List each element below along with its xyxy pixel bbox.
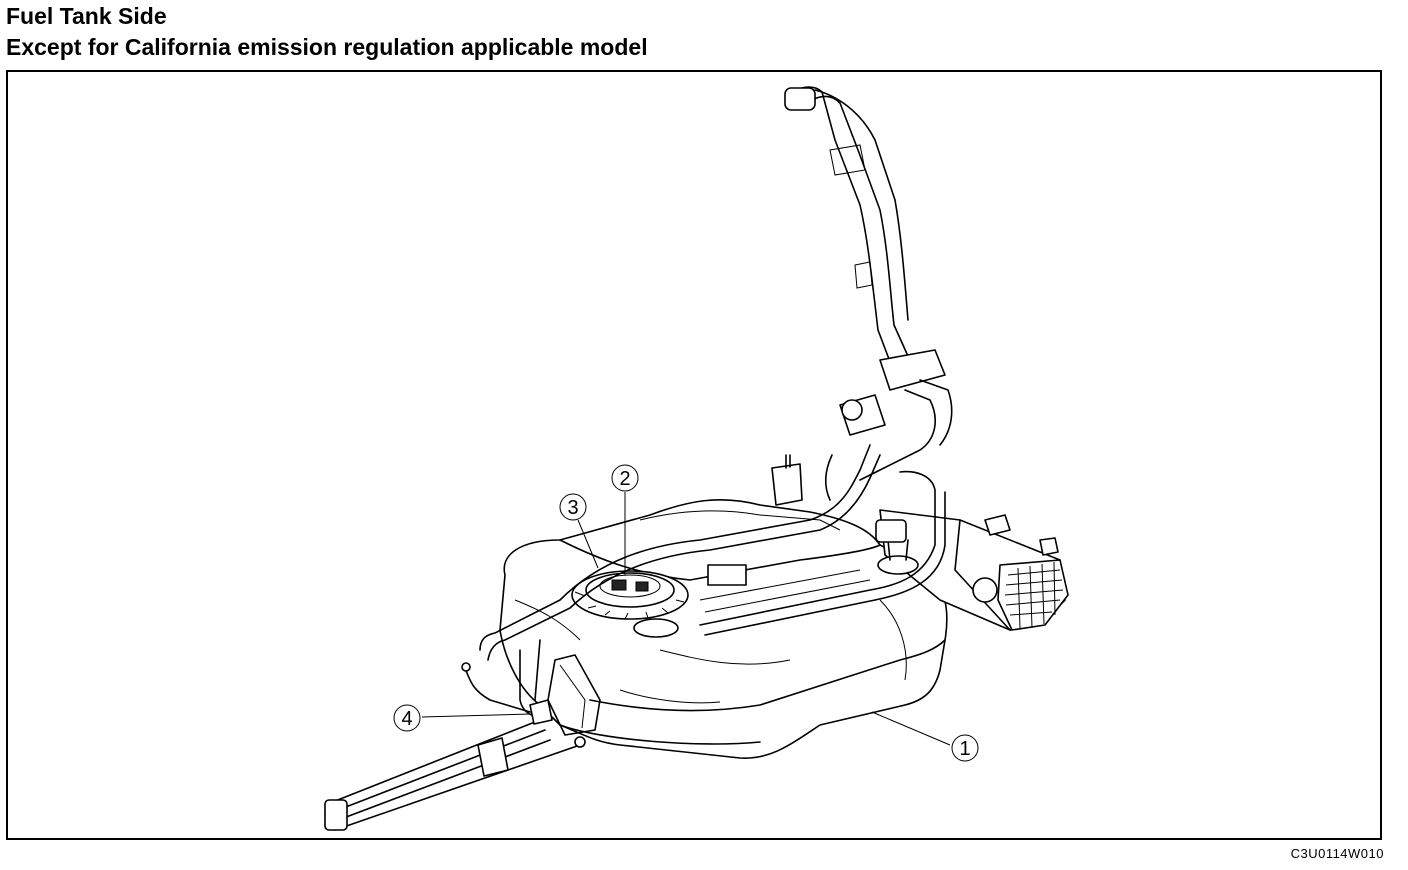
- callout-1-label: 1: [959, 738, 970, 760]
- fuel-lines: [479, 444, 946, 719]
- leader-lines: [421, 492, 951, 746]
- filler-pipe: [784, 86, 953, 481]
- bracket-post: [771, 454, 803, 506]
- tank-neck: [875, 519, 919, 575]
- page-title: Fuel Tank Side: [6, 3, 167, 29]
- callout-4: 4: [393, 704, 421, 732]
- callout-2: 2: [611, 464, 639, 492]
- callout-2-label: 2: [619, 468, 630, 490]
- callout-3: 3: [559, 493, 587, 521]
- evap-canister: [879, 509, 1069, 631]
- diagram-frame: [6, 70, 1382, 840]
- fuel-tank: [499, 499, 948, 759]
- page-subtitle: Except for California emission regulatio…: [6, 34, 648, 60]
- figure-code: C3U0114W010: [1290, 846, 1384, 861]
- fuel-pump-unit: [571, 564, 747, 638]
- callout-3-label: 3: [567, 497, 578, 519]
- callout-1: 1: [951, 734, 979, 762]
- callout-4-label: 4: [401, 708, 412, 730]
- underbody-lines: [324, 662, 586, 831]
